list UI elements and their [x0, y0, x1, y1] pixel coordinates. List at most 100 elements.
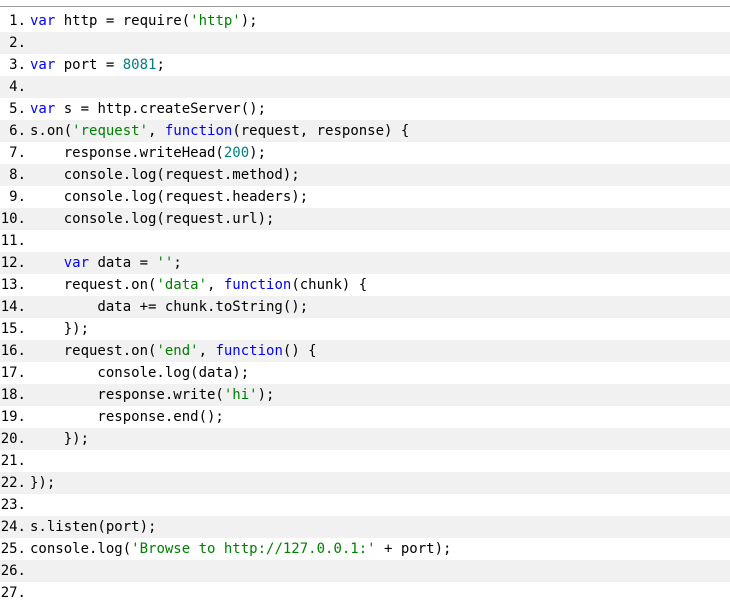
number-token: 200: [223, 145, 250, 161]
line-number: 20.: [0, 431, 26, 447]
line-code: s.listen(port);: [30, 516, 156, 538]
line-number: 22.: [0, 475, 26, 491]
code-line: 14. data += chunk.toString();: [0, 296, 730, 318]
line-number: 16.: [0, 343, 26, 359]
line-code: data += chunk.toString();: [30, 296, 308, 318]
line-code: request.on('end', function() {: [30, 340, 317, 362]
line-number: 1.: [9, 13, 26, 29]
line-code: var s = http.createServer();: [30, 98, 266, 120]
code-line: 24.s.listen(port);: [0, 516, 730, 538]
code-token: request.on(: [30, 343, 157, 359]
code-token: s.on(: [30, 123, 73, 139]
line-number: 4.: [9, 79, 26, 95]
code-token: ;: [156, 57, 165, 73]
string-token: '': [156, 255, 174, 271]
line-number: 10.: [0, 211, 26, 227]
line-code: response.writeHead(200);: [30, 142, 266, 164]
line-code: });: [30, 472, 55, 494]
code-token: ,: [207, 277, 224, 293]
line-code: });: [30, 318, 89, 340]
keyword-token: var: [30, 101, 56, 117]
line-number: 19.: [0, 409, 26, 425]
code-token: });: [30, 321, 90, 337]
line-number: 8.: [9, 167, 26, 183]
code-line: 20. });: [0, 428, 730, 450]
keyword-token: var: [30, 57, 56, 73]
string-token: 'http': [190, 13, 241, 29]
code-token: console.log(request.method);: [30, 167, 300, 183]
line-number: 9.: [9, 189, 26, 205]
code-token: response.end();: [30, 409, 224, 425]
code-token: data =: [89, 255, 157, 271]
code-token: (chunk) {: [291, 277, 368, 293]
line-number: 25.: [0, 541, 26, 557]
line-code: var http = require('http');: [30, 10, 258, 32]
line-code: var port = 8081;: [30, 54, 165, 76]
code-line: 17. console.log(data);: [0, 362, 730, 384]
top-divider: [0, 6, 730, 7]
code-token: (request, response) {: [232, 123, 410, 139]
line-number: 24.: [0, 519, 26, 535]
code-line: 13. request.on('data', function(chunk) {: [0, 274, 730, 296]
code-line: 10. console.log(request.url);: [0, 208, 730, 230]
code-line: 7. response.writeHead(200);: [0, 142, 730, 164]
number-token: 8081: [122, 57, 157, 73]
line-number: 12.: [0, 255, 26, 271]
code-line: 6.s.on('request', function(request, resp…: [0, 120, 730, 142]
code-line: 22.});: [0, 472, 730, 494]
code-token: port =: [55, 57, 123, 73]
line-number: 7.: [9, 145, 26, 161]
keyword-token: var: [30, 13, 56, 29]
code-line: 4.: [0, 76, 730, 98]
code-line: 15. });: [0, 318, 730, 340]
line-number: 23.: [0, 497, 26, 513]
line-number: 5.: [9, 101, 26, 117]
line-number: 17.: [0, 365, 26, 381]
code-line: 27.: [0, 582, 730, 604]
code-token: console.log(: [30, 541, 132, 557]
code-line: 16. request.on('end', function() {: [0, 340, 730, 362]
string-token: 'Browse to http://127.0.0.1:': [131, 541, 376, 557]
code-line: 1.var http = require('http');: [0, 10, 730, 32]
keyword-token: function: [223, 277, 292, 293]
line-number: 3.: [9, 57, 26, 73]
line-number: 2.: [9, 35, 26, 51]
string-token: 'end': [156, 343, 199, 359]
line-number: 13.: [0, 277, 26, 293]
code-line: 8. console.log(request.method);: [0, 164, 730, 186]
keyword-token: function: [164, 123, 233, 139]
line-code: console.log('Browse to http://127.0.0.1:…: [30, 538, 451, 560]
code-token: s.listen(port);: [30, 519, 157, 535]
line-code: request.on('data', function(chunk) {: [30, 274, 367, 296]
code-line: 21.: [0, 450, 730, 472]
line-code: console.log(request.url);: [30, 208, 275, 230]
line-code: response.write('hi');: [30, 384, 274, 406]
line-number: 27.: [0, 585, 26, 601]
code-token: );: [240, 13, 258, 29]
code-line: 26.: [0, 560, 730, 582]
code-token: + port);: [375, 541, 452, 557]
line-code: console.log(request.headers);: [30, 186, 308, 208]
string-token: 'hi': [223, 387, 258, 403]
line-number: 21.: [0, 453, 26, 469]
keyword-token: function: [215, 343, 283, 359]
line-number: 15.: [0, 321, 26, 337]
code-token: request.on(: [30, 277, 157, 293]
code-token: ;: [173, 255, 182, 271]
code-token: ,: [198, 343, 216, 359]
keyword-token: var: [63, 255, 90, 271]
code-token: [30, 255, 64, 271]
code-token: s = http.createServer();: [55, 101, 267, 117]
code-line: 12. var data = '';: [0, 252, 730, 274]
code-line: 2.: [0, 32, 730, 54]
code-token: http = require(: [55, 13, 191, 29]
code-line: 11.: [0, 230, 730, 252]
code-token: () {: [282, 343, 317, 359]
code-line: 23.: [0, 494, 730, 516]
code-line: 3.var port = 8081;: [0, 54, 730, 76]
code-token: );: [249, 145, 267, 161]
line-number: 26.: [0, 563, 26, 579]
code-token: console.log(data);: [30, 365, 250, 381]
string-token: 'data': [156, 277, 208, 293]
